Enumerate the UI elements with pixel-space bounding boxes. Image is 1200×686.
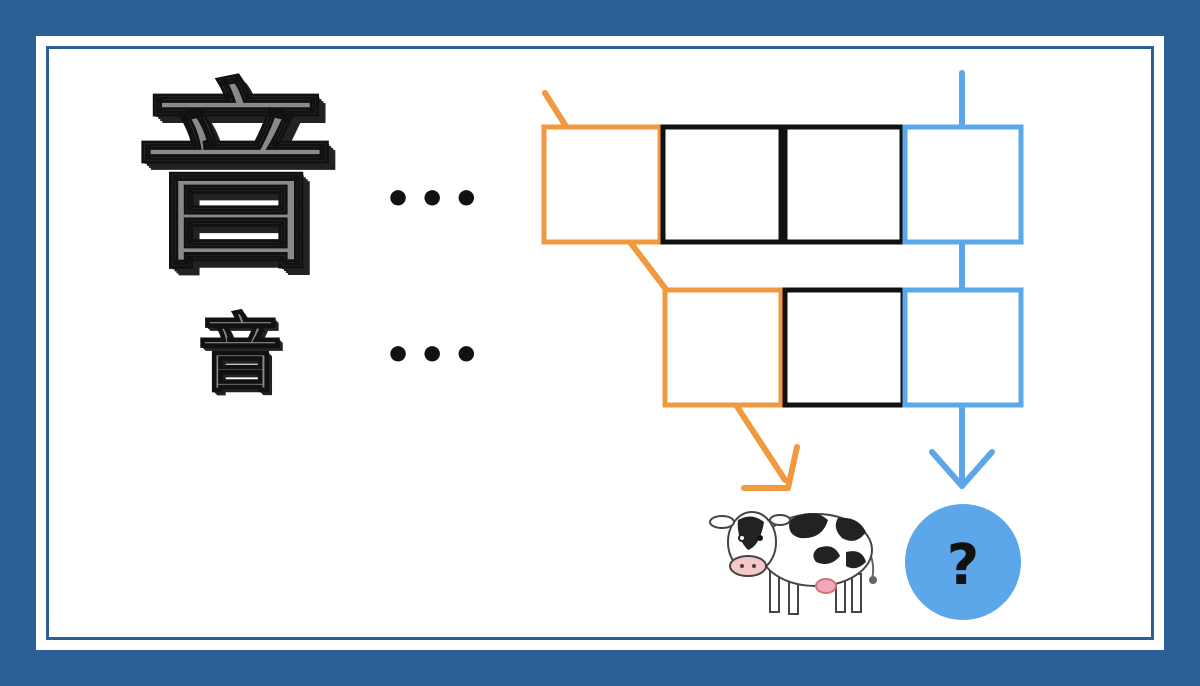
orange-path — [542, 90, 800, 491]
row1-box-3 — [782, 124, 905, 245]
question-mark-text: ? — [947, 533, 979, 598]
cow-icon — [709, 511, 877, 615]
row1-box-4-blue — [902, 124, 1024, 245]
row1-box-2 — [660, 124, 784, 245]
row1-box-1-orange — [541, 124, 663, 245]
large-kanji: 音 — [133, 63, 336, 296]
ellipsis-small-row: ••• — [384, 330, 487, 381]
row2-box-1-orange — [662, 287, 784, 408]
small-kanji: 音 — [197, 305, 283, 403]
row2-box-3-blue — [902, 287, 1024, 408]
question-circle-icon: ? — [905, 504, 1021, 620]
ellipsis-large-row: ••• — [384, 174, 487, 225]
box-row-1 — [541, 124, 1024, 245]
row2-box-2 — [782, 287, 906, 408]
box-row-2 — [662, 287, 1024, 408]
